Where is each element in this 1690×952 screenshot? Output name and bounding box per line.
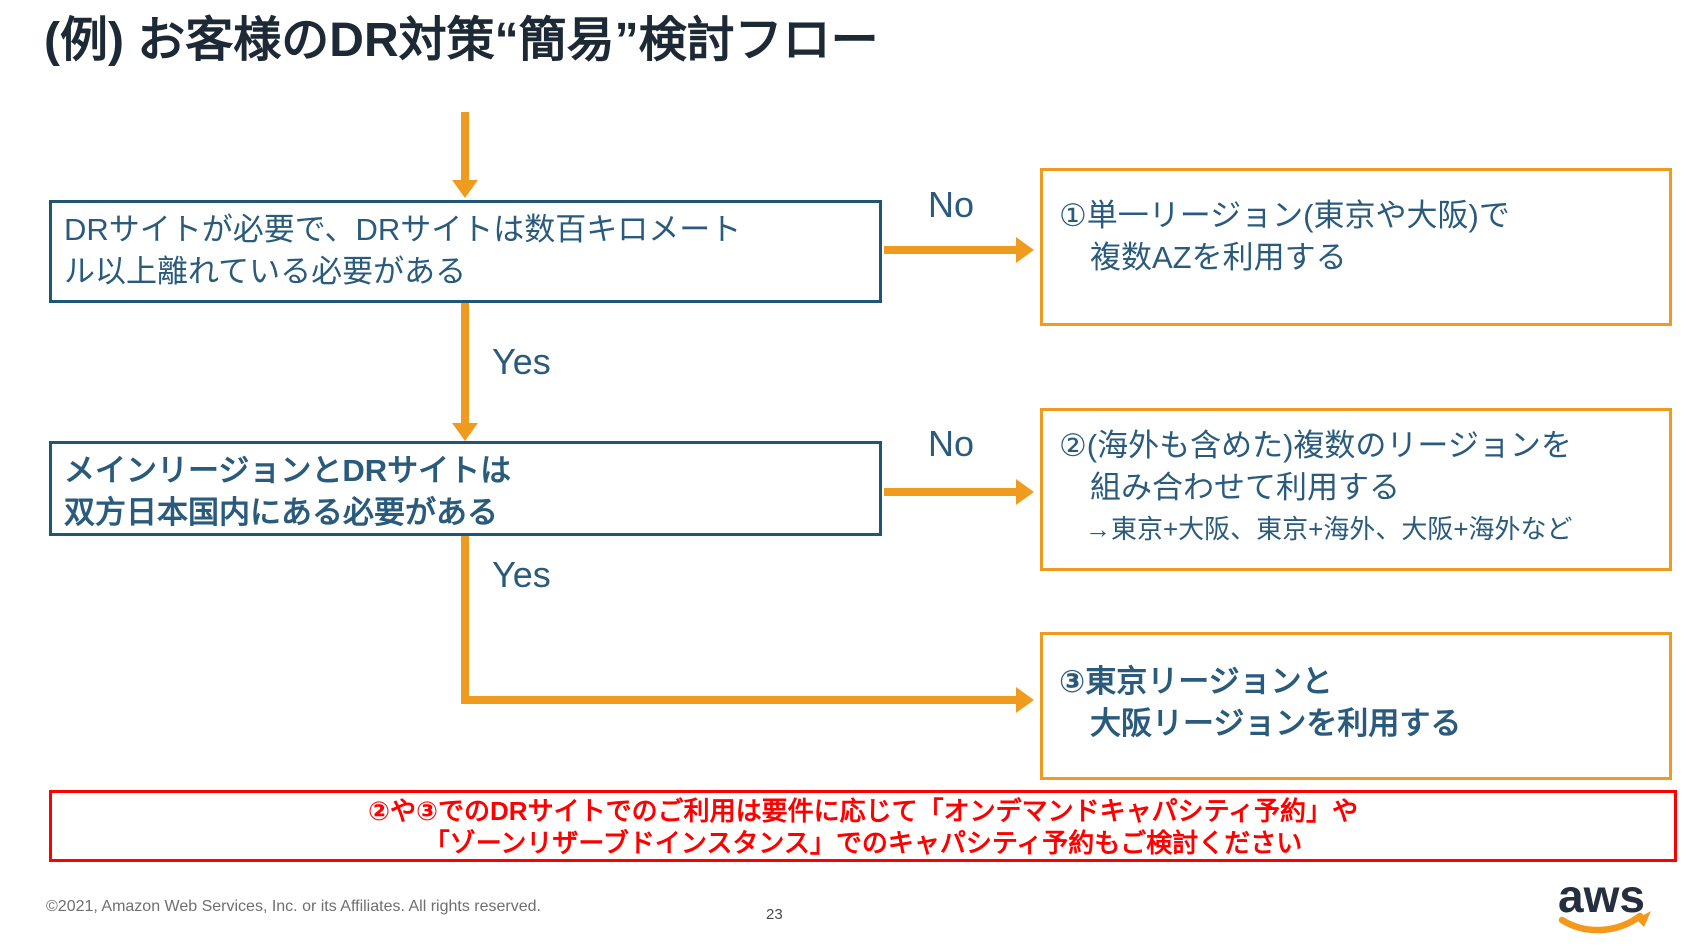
copyright-text: ©2021, Amazon Web Services, Inc. or its …	[46, 898, 541, 915]
no1-arrow-line	[884, 246, 1018, 254]
slide-title: (例) お客様のDR対策“簡易”検討フロー	[44, 14, 879, 67]
decision2-line2: 双方日本国内にある必要がある	[64, 495, 498, 530]
decision1-line1: DRサイトが必要で、DRサイトは数百キロメート	[64, 212, 742, 247]
edge-label-yes-1: Yes	[492, 341, 551, 382]
aws-logo-text: aws	[1558, 870, 1645, 922]
decision1-line2: ル以上離れている必要がある	[64, 254, 467, 289]
edge-label-no-2: No	[928, 423, 975, 464]
notice-line1: ②や③でのDRサイトでのご利用は要件に応じて「オンデマンドキャパシティ予約」や	[367, 796, 1359, 826]
result2-line3: →東京+大阪、東京+海外、大阪+海外など	[1085, 514, 1573, 544]
result2-line2: 組み合わせて利用する	[1090, 470, 1400, 505]
entry-arrow-head-icon	[452, 180, 478, 198]
decision-box-dr-distance: DRサイトが必要で、DRサイトは数百キロメート ル以上離れている必要がある	[49, 200, 882, 303]
aws-logo-icon: aws	[1558, 870, 1651, 934]
result-box-single-region: ①単一リージョン(東京や大阪)で 複数AZを利用する	[1040, 168, 1672, 326]
capacity-notice-box: ②や③でのDRサイトでのご利用は要件に応じて「オンデマンドキャパシティ予約」や …	[49, 790, 1677, 862]
no2-arrow-line	[884, 488, 1018, 496]
decision-box-domestic: メインリージョンとDRサイトは 双方日本国内にある必要がある	[49, 441, 882, 536]
entry-arrow-line	[461, 112, 469, 182]
edge-label-no-1: No	[928, 184, 975, 225]
notice-line2: 「ゾーンリザーブドインスタンス」でのキャパシティ予約もご検討ください	[423, 828, 1303, 858]
result2-line1: ②(海外も含めた)複数のリージョンを	[1059, 428, 1572, 463]
yes2-arrow-head-icon	[1016, 687, 1034, 713]
aws-logo: aws	[1552, 870, 1654, 945]
yes2-elbow-vertical-line	[461, 536, 469, 704]
aws-smile-arrow-icon	[1636, 911, 1651, 927]
result3-line2: 大阪リージョンを利用する	[1090, 706, 1462, 741]
edge-label-yes-2: Yes	[492, 554, 551, 595]
no2-arrow-head-icon	[1016, 479, 1034, 505]
result-box-tokyo-osaka: ③東京リージョンと 大阪リージョンを利用する	[1040, 632, 1672, 780]
yes1-arrow-line	[461, 303, 469, 425]
result1-line1: ①単一リージョン(東京や大阪)で	[1059, 198, 1510, 233]
no1-arrow-head-icon	[1016, 237, 1034, 263]
aws-smile-icon	[1558, 912, 1644, 934]
result3-line1: ③東京リージョンと	[1059, 664, 1333, 699]
decision2-line1: メインリージョンとDRサイトは	[64, 453, 512, 488]
result1-line2: 複数AZを利用する	[1090, 240, 1347, 275]
page-number: 23	[766, 906, 783, 923]
yes2-elbow-horizontal-line	[461, 696, 1018, 704]
result-box-multi-region: ②(海外も含めた)複数のリージョンを 組み合わせて利用する →東京+大阪、東京+…	[1040, 408, 1672, 571]
yes1-arrow-head-icon	[452, 423, 478, 441]
